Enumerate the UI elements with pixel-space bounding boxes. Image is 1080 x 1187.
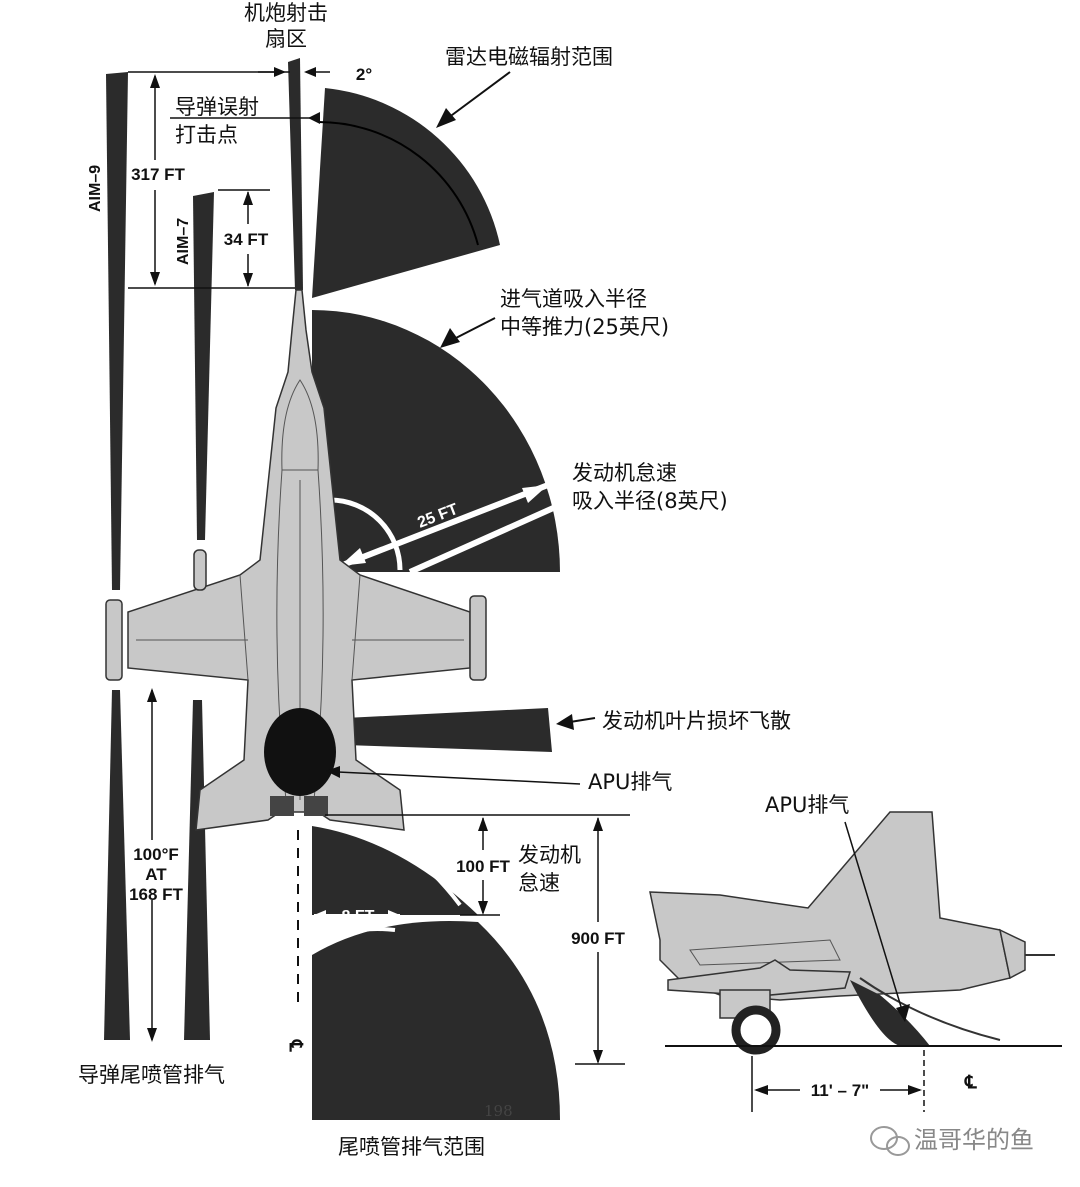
dist-11-7-label: 11' – 7" [811,1081,869,1100]
dist-317-label: 317 FT [131,165,185,184]
aircraft-side-view [649,811,1055,1055]
centerline-side-label: ℄ [964,1072,977,1093]
temp-label-1: 100°F [133,845,179,864]
gun-angle-label: 2° [356,65,372,84]
missile-miss-label-2: 打击点 [175,123,238,147]
intake-idle-line [408,502,562,575]
apu-top-label: APU排气 [588,770,672,794]
radar-zone [312,88,500,298]
blade-label: 发动机叶片损坏飞散 [602,709,791,733]
intake-mil-label-2: 中等推力(25英尺) [500,315,669,339]
gun-sector [288,58,303,290]
gun-sector-label-2: 扇区 [265,27,307,51]
idle-intake-arc [329,497,403,571]
aim7-label: AIM–7 [175,218,192,265]
intake-idle-label-1: 发动机怠速 [572,461,677,485]
dist-900-label: 900 FT [571,929,625,948]
aim9-rear-plume [104,690,130,1040]
arrowhead [340,548,366,566]
radar-arc [317,120,479,246]
intake-idle-label-2: 吸入半径(8英尺) [572,489,728,513]
idle-engine-label-1: 发动机 [518,843,581,867]
exhaust-white-arc-2 [317,818,462,907]
exhaust-white-arc [316,927,396,947]
aim7-rear-plume [184,700,210,1040]
aim9-forward-plume [106,72,128,590]
idle-engine-label-2: 怠速 [518,871,560,895]
arrowhead [522,485,548,503]
idle-exhaust-zone [312,826,478,915]
radar-label: 雷达电磁辐射范围 [445,45,613,69]
intake-suction-zone [312,310,560,572]
dist-34-label: 34 FT [224,230,269,249]
temp-label-3: 168 FT [129,885,183,904]
dist-8-label: 8 FT [342,908,375,925]
side-apu-plume [850,980,930,1046]
apu-exhaust-disc [264,708,336,796]
dimension-lines [128,67,925,1112]
aim7-forward-plume [193,192,214,540]
exhaust-zone [312,920,560,1120]
main-wheel [731,1005,781,1055]
missile-miss-label-1: 导弹误射 [175,95,259,119]
aircraft-top-view [105,289,487,831]
missile-exhaust-label: 导弹尾喷管排气 [78,1063,225,1087]
apu-side-label: APU排气 [765,793,849,817]
blade-debris-zone [345,708,552,752]
page-number: 198 [484,1102,513,1120]
centerline-top-label: ℄ [285,1039,306,1052]
intake-mil-label-1: 进气道吸入半径 [500,287,647,311]
temp-label-2: AT [145,865,167,884]
exhaust-range-label: 尾喷管排气范围 [338,1135,485,1159]
intake-25ft-dim-line [338,482,550,569]
watermark-text: 温哥华的鱼 [914,1126,1034,1154]
gun-sector-label-1: 机炮射击 [244,1,328,25]
dist-100-label: 100 FT [456,857,510,876]
wechat-icon [870,1126,910,1156]
leader-arrows [170,71,910,1022]
aim9-label: AIM–9 [87,165,104,212]
